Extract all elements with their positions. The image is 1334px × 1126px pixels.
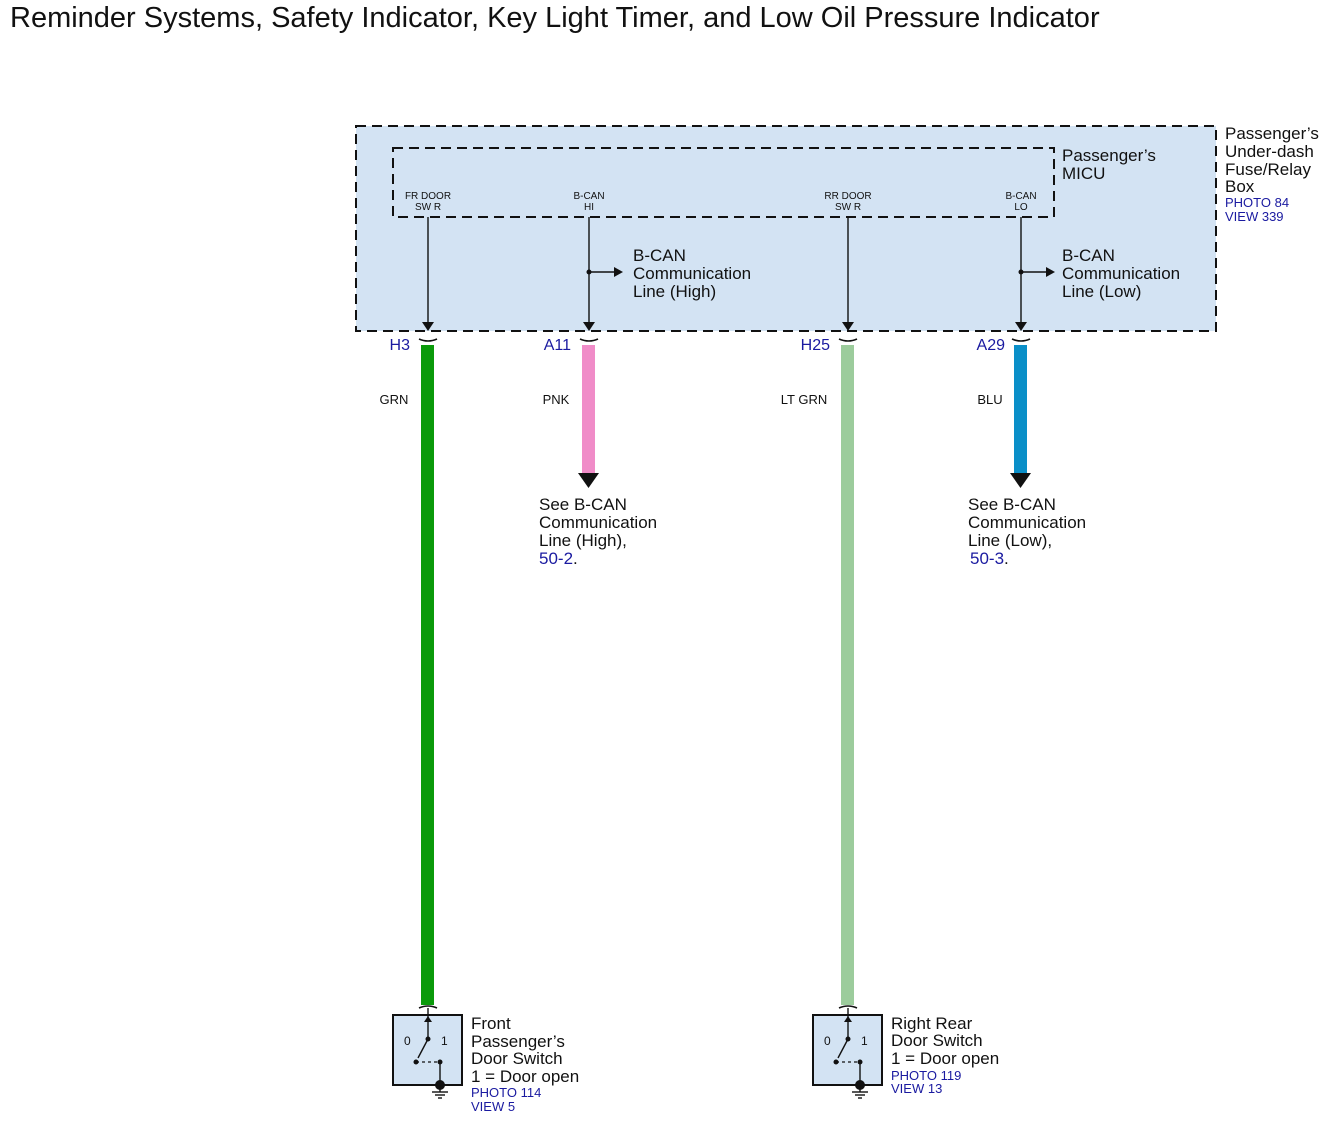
wire-color-blu: BLU xyxy=(977,392,1002,407)
wire-color-pnk: PNK xyxy=(543,392,570,407)
front-door-switch: 0 1 xyxy=(392,1008,463,1099)
fuse-box-label-3: Fuse/Relay xyxy=(1225,160,1311,179)
page-title: Reminder Systems, Safety Indicator, Key … xyxy=(10,2,1100,34)
front-switch-photo-link[interactable]: PHOTO 114 xyxy=(471,1085,541,1100)
wire-pnk xyxy=(582,345,595,473)
pin-label-rr-door-2: SW R xyxy=(835,202,861,213)
see-low-1: See B-CAN xyxy=(968,495,1056,514)
front-switch-label-3: Door Switch xyxy=(471,1049,563,1068)
front-switch-pos0: 0 xyxy=(404,1034,411,1048)
wire-color-grn: GRN xyxy=(380,392,409,407)
fuse-box-label-1: Passenger’s xyxy=(1225,124,1319,143)
connector-h3: H3 xyxy=(390,337,411,354)
bcan-high-label-3: Line (High) xyxy=(633,282,716,301)
front-switch-pos1: 1 xyxy=(441,1034,448,1048)
connector-a29: A29 xyxy=(977,337,1006,354)
see-low-2: Communication xyxy=(968,513,1086,532)
wire-color-lt-grn: LT GRN xyxy=(781,392,827,407)
wire-blu xyxy=(1014,345,1027,473)
rear-switch-label-2: Door Switch xyxy=(891,1031,983,1050)
rear-switch-label-3: 1 = Door open xyxy=(891,1049,999,1068)
rear-switch-pos1: 1 xyxy=(861,1034,868,1048)
bcan-high-label-2: Communication xyxy=(633,264,751,283)
front-switch-view-link[interactable]: VIEW 5 xyxy=(471,1099,515,1114)
internal-lines xyxy=(422,217,1055,331)
rear-switch-label-1: Right Rear xyxy=(891,1014,973,1033)
micu-box xyxy=(392,147,1055,218)
rear-door-switch: 0 1 xyxy=(812,1008,883,1099)
bcan-low-label-2: Communication xyxy=(1062,264,1180,283)
pin-label-bcan-lo-2: LO xyxy=(1014,202,1028,213)
see-high-2: Communication xyxy=(539,513,657,532)
rear-switch-view-link[interactable]: VIEW 13 xyxy=(891,1081,942,1096)
front-switch-label-4: 1 = Door open xyxy=(471,1067,579,1086)
bcan-low-label-3: Line (Low) xyxy=(1062,282,1141,301)
bcan-high-label-1: B-CAN xyxy=(633,246,686,265)
see-high-1: See B-CAN xyxy=(539,495,627,514)
pin-label-rr-door-1: RR DOOR xyxy=(824,191,871,202)
fuse-box-label-4: Box xyxy=(1225,177,1255,196)
connector-a11: A11 xyxy=(544,337,571,354)
see-high-ref[interactable]: 50-2. xyxy=(539,549,578,568)
fuse-box-label-2: Under-dash xyxy=(1225,142,1314,161)
pin-label-bcan-hi-2: HI xyxy=(584,202,594,213)
pin-label-fr-door-1: FR DOOR xyxy=(405,191,451,202)
arrow-down-icon xyxy=(1010,473,1031,488)
wire-grn xyxy=(421,345,434,1005)
fuse-box-view-link[interactable]: VIEW 339 xyxy=(1225,209,1284,224)
wire-lt-grn xyxy=(841,345,854,1005)
pin-label-fr-door-2: SW R xyxy=(415,202,441,213)
fuse-box-photo-link[interactable]: PHOTO 84 xyxy=(1225,195,1289,210)
bcan-low-label-1: B-CAN xyxy=(1062,246,1115,265)
front-switch-label-1: Front xyxy=(471,1014,511,1033)
see-low-3: Line (Low), xyxy=(968,531,1052,550)
micu-label-1: Passenger’s xyxy=(1062,146,1156,165)
front-switch-label-2: Passenger’s xyxy=(471,1032,565,1051)
see-low-ref[interactable]: 50-3. xyxy=(970,549,1009,568)
connector-caps xyxy=(418,338,1031,1009)
see-high-3: Line (High), xyxy=(539,531,627,550)
micu-label-2: MICU xyxy=(1062,164,1105,183)
arrow-down-icon xyxy=(578,473,599,488)
pin-label-bcan-hi-1: B-CAN xyxy=(573,191,604,202)
rear-switch-photo-link[interactable]: PHOTO 119 xyxy=(891,1068,961,1083)
pin-label-bcan-lo-1: B-CAN xyxy=(1005,191,1036,202)
rear-switch-pos0: 0 xyxy=(824,1034,831,1048)
connector-h25: H25 xyxy=(801,337,830,354)
